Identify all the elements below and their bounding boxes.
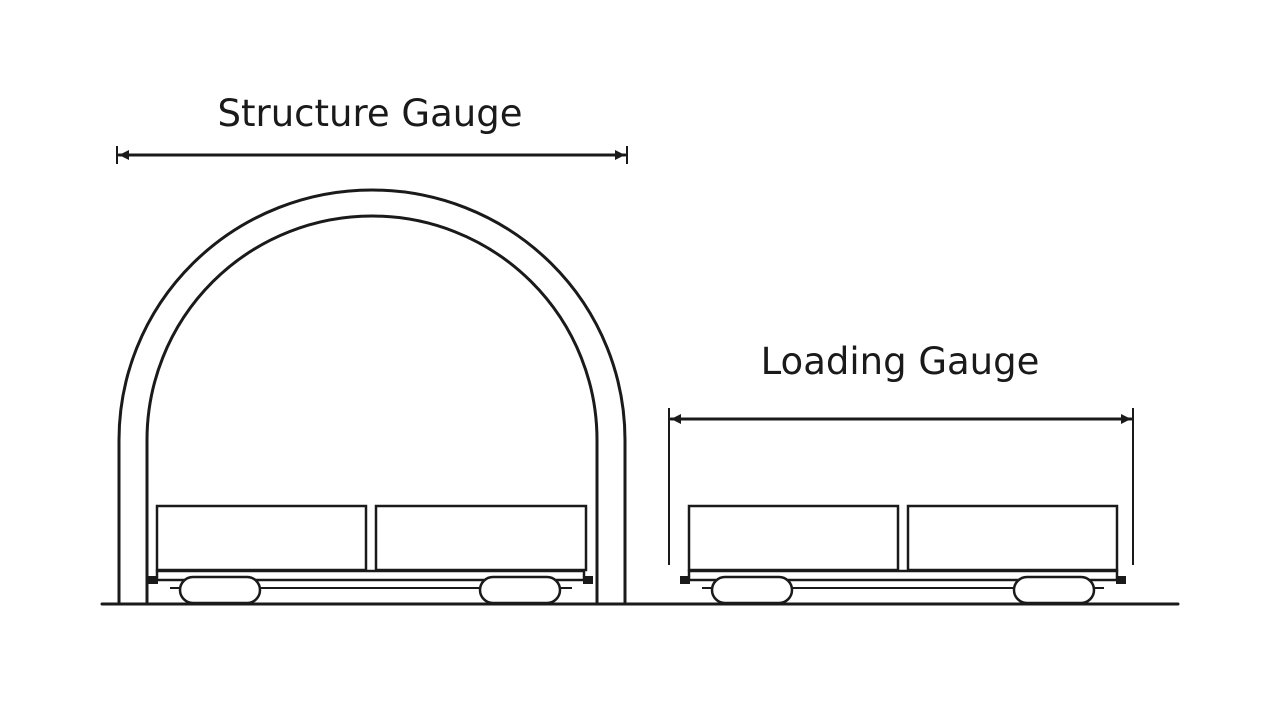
wagon-outside [680, 504, 1126, 605]
wagon-container-right [374, 504, 588, 572]
wheel-set-icon [178, 575, 262, 605]
tunnel-arch [117, 188, 627, 605]
structure-gauge-label: Structure Gauge [218, 92, 523, 135]
wagon-deck [155, 569, 586, 582]
wagon-container-left [155, 504, 368, 572]
loading-gauge-dimension [668, 408, 1134, 565]
wagon-container-right [906, 504, 1119, 572]
wagon-deck [687, 569, 1119, 582]
wagon-in-tunnel [148, 504, 593, 605]
wheel-set-icon [1012, 575, 1096, 605]
wagon-buffer-right [583, 576, 593, 584]
loading-gauge-label: Loading Gauge [761, 340, 1040, 383]
wagon-buffer-right [1116, 576, 1126, 584]
wagon-buffer-left [148, 576, 158, 584]
wagon-container-left [687, 504, 900, 572]
wheel-set-icon [710, 575, 794, 605]
wagon-buffer-left [680, 576, 690, 584]
wheel-set-icon [478, 575, 562, 605]
structure-gauge-dimension [116, 146, 628, 164]
